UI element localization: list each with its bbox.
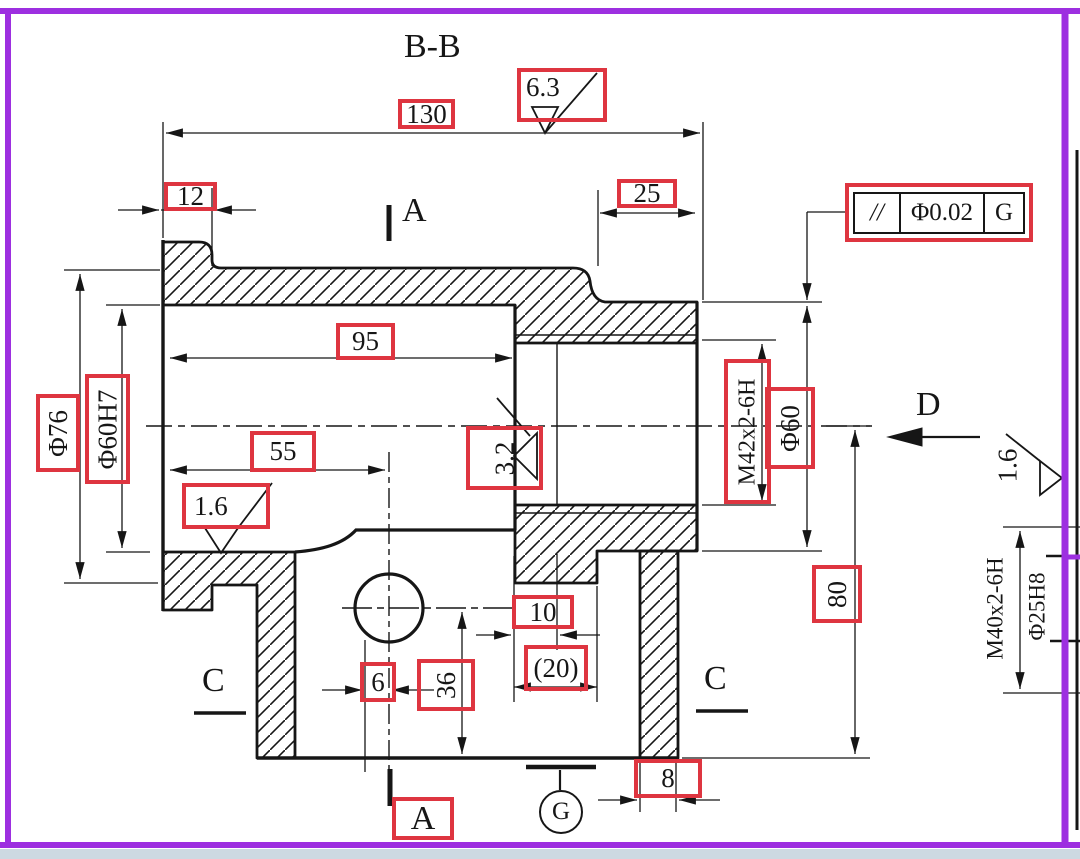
gdt-frame-highlight: // Φ0.02 G — [845, 183, 1033, 242]
dim-label-8: 8 — [634, 759, 702, 798]
section-label-a-top: A — [402, 192, 427, 229]
section-label-c-right: C — [704, 660, 727, 697]
dim-label-20: (20) — [524, 645, 588, 691]
parallelism-feature-control-frame: // Φ0.02 G — [853, 191, 1025, 234]
roughness-label-16-right: 1.6 — [992, 448, 1023, 482]
extension-lines — [64, 122, 1080, 830]
dim-label-12: 12 — [164, 182, 217, 211]
dim-label-dia60h7: Φ60H7 — [85, 374, 130, 484]
dim-label-55: 55 — [250, 431, 316, 472]
datum-g-circle: G — [539, 790, 583, 834]
dim-label-130: 130 — [398, 99, 455, 129]
roughness-symbol-right — [1039, 459, 1064, 497]
lower-right-wall-section — [638, 549, 680, 760]
dim-label-6: 6 — [360, 662, 396, 702]
view-title: B-B — [404, 28, 461, 65]
dim-label-25: 25 — [617, 179, 677, 208]
dimension-lines — [75, 128, 1025, 805]
upper-wall-section — [161, 240, 699, 345]
dim-label-dia60: Φ60 — [765, 387, 815, 469]
lower-left-wall-section — [161, 550, 297, 760]
roughness-symbol-mid — [512, 430, 538, 482]
dim-label-dia76: Φ76 — [36, 394, 80, 472]
section-label-a-bottom: A — [392, 797, 454, 840]
dim-label-80: 80 — [812, 565, 862, 623]
roughness-label-16-left: 1.6 — [182, 483, 270, 529]
purple-frame — [0, 8, 1080, 848]
dim-label-m40: M40x2-6H — [982, 556, 1008, 660]
part-section-hatching — [161, 240, 699, 760]
bottom-margin-strip — [0, 849, 1080, 859]
view-label-d: D — [916, 386, 941, 423]
dim-label-10: 10 — [512, 595, 574, 629]
dim-label-m42: M42x2-6H — [724, 359, 771, 504]
roughness-frame-63 — [517, 68, 607, 122]
dim-label-36: 36 — [417, 659, 475, 711]
parallelism-tolerance: Φ0.02 — [901, 193, 985, 232]
parallelism-symbol: // — [855, 193, 901, 232]
dim-label-dia25h8: Φ25H8 — [1024, 572, 1050, 640]
dim-label-95: 95 — [336, 323, 395, 360]
roughness-value-63: 6.3 — [526, 72, 560, 102]
section-label-c-left: C — [202, 662, 225, 699]
roughness-label-32: 3.2 — [466, 426, 543, 490]
view-d-arrow — [886, 427, 923, 447]
section-markers — [194, 205, 980, 806]
parallelism-datum: G — [994, 199, 1014, 226]
roughness-symbol-left — [203, 527, 240, 555]
